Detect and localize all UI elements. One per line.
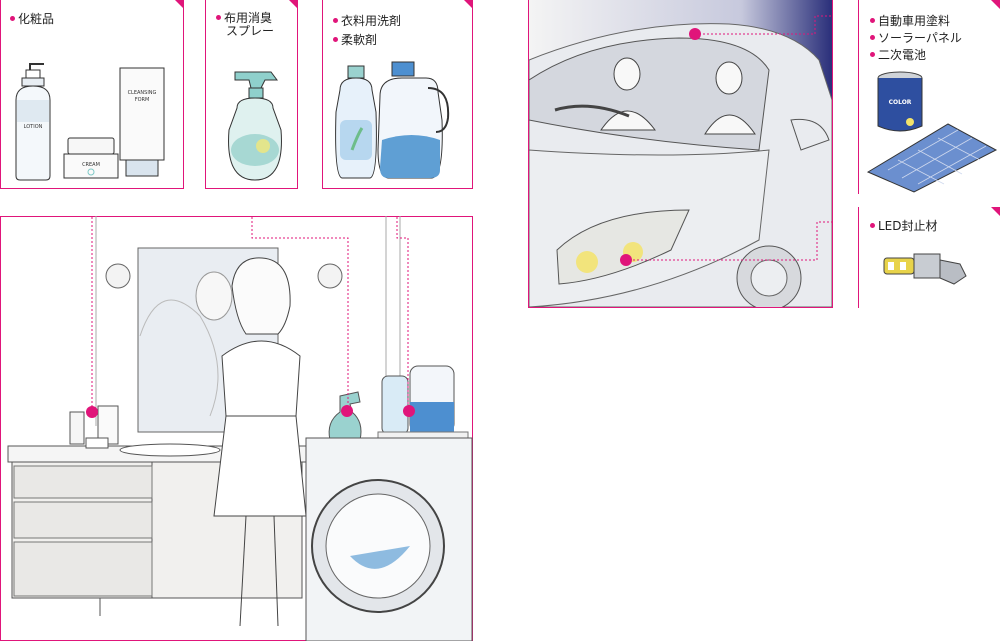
- led-label: LED封止材: [870, 219, 938, 233]
- corner-marker: [464, 0, 473, 9]
- corner-marker: [175, 0, 184, 9]
- washing-machine: [305, 437, 473, 641]
- cleansing-text-2: FORM: [135, 97, 150, 103]
- paint-can: COLOR: [877, 71, 923, 132]
- wall-light-left: [105, 263, 131, 289]
- softener-bottle: [335, 65, 377, 179]
- bathroom-scene-illustration: [7, 216, 473, 641]
- corner-marker: [289, 0, 298, 9]
- windshield: [529, 37, 770, 151]
- fabric-spray-panel: [205, 0, 298, 189]
- wall-light-right: [317, 263, 343, 289]
- detergent-panel: [322, 0, 473, 189]
- lotion-bottle: LOTION: [15, 63, 51, 181]
- paint-can-text: COLOR: [889, 99, 912, 106]
- detergent-illustration: [335, 61, 450, 179]
- cleansing-text-1: CLEANSING: [128, 90, 157, 96]
- car-illustration: [529, 0, 832, 307]
- woman: [213, 257, 307, 627]
- led-illustration: [883, 253, 967, 285]
- cream-text: CREAM: [82, 162, 100, 168]
- led-marker: [620, 254, 632, 266]
- cosmetics-illustration: LOTION CLEANSING FORM CREAM: [15, 63, 165, 181]
- corner-marker: [991, 207, 1000, 216]
- car-paint-marker: [689, 28, 701, 40]
- car-materials-panel: [858, 0, 1000, 194]
- cosmetics-panel: [0, 0, 184, 189]
- fabric-spray-marker: [341, 405, 353, 417]
- solar-panel: [866, 123, 998, 193]
- led-panel: [858, 207, 1000, 308]
- sink: [119, 443, 221, 457]
- detergent-bottle: [377, 61, 450, 179]
- lotion-text: LOTION: [24, 124, 43, 130]
- corner-marker: [991, 0, 1000, 9]
- cleansing-tube: CLEANSING FORM: [119, 67, 165, 177]
- fabric-spray-illustration: [228, 71, 282, 181]
- car-materials-illustration: COLOR: [866, 71, 998, 193]
- detergent-label: 衣料用洗剤 柔軟剤: [333, 12, 401, 50]
- cosmetics-label: 化粧品: [10, 12, 54, 26]
- detergent-marker: [403, 405, 415, 417]
- fabric-spray-label: 布用消臭 スプレー: [216, 12, 274, 38]
- cream-jar: CREAM: [63, 137, 119, 179]
- cosmetics-marker: [86, 406, 98, 418]
- car-materials-label: 自動車用塗料 ソーラーパネル 二次電池: [870, 13, 962, 64]
